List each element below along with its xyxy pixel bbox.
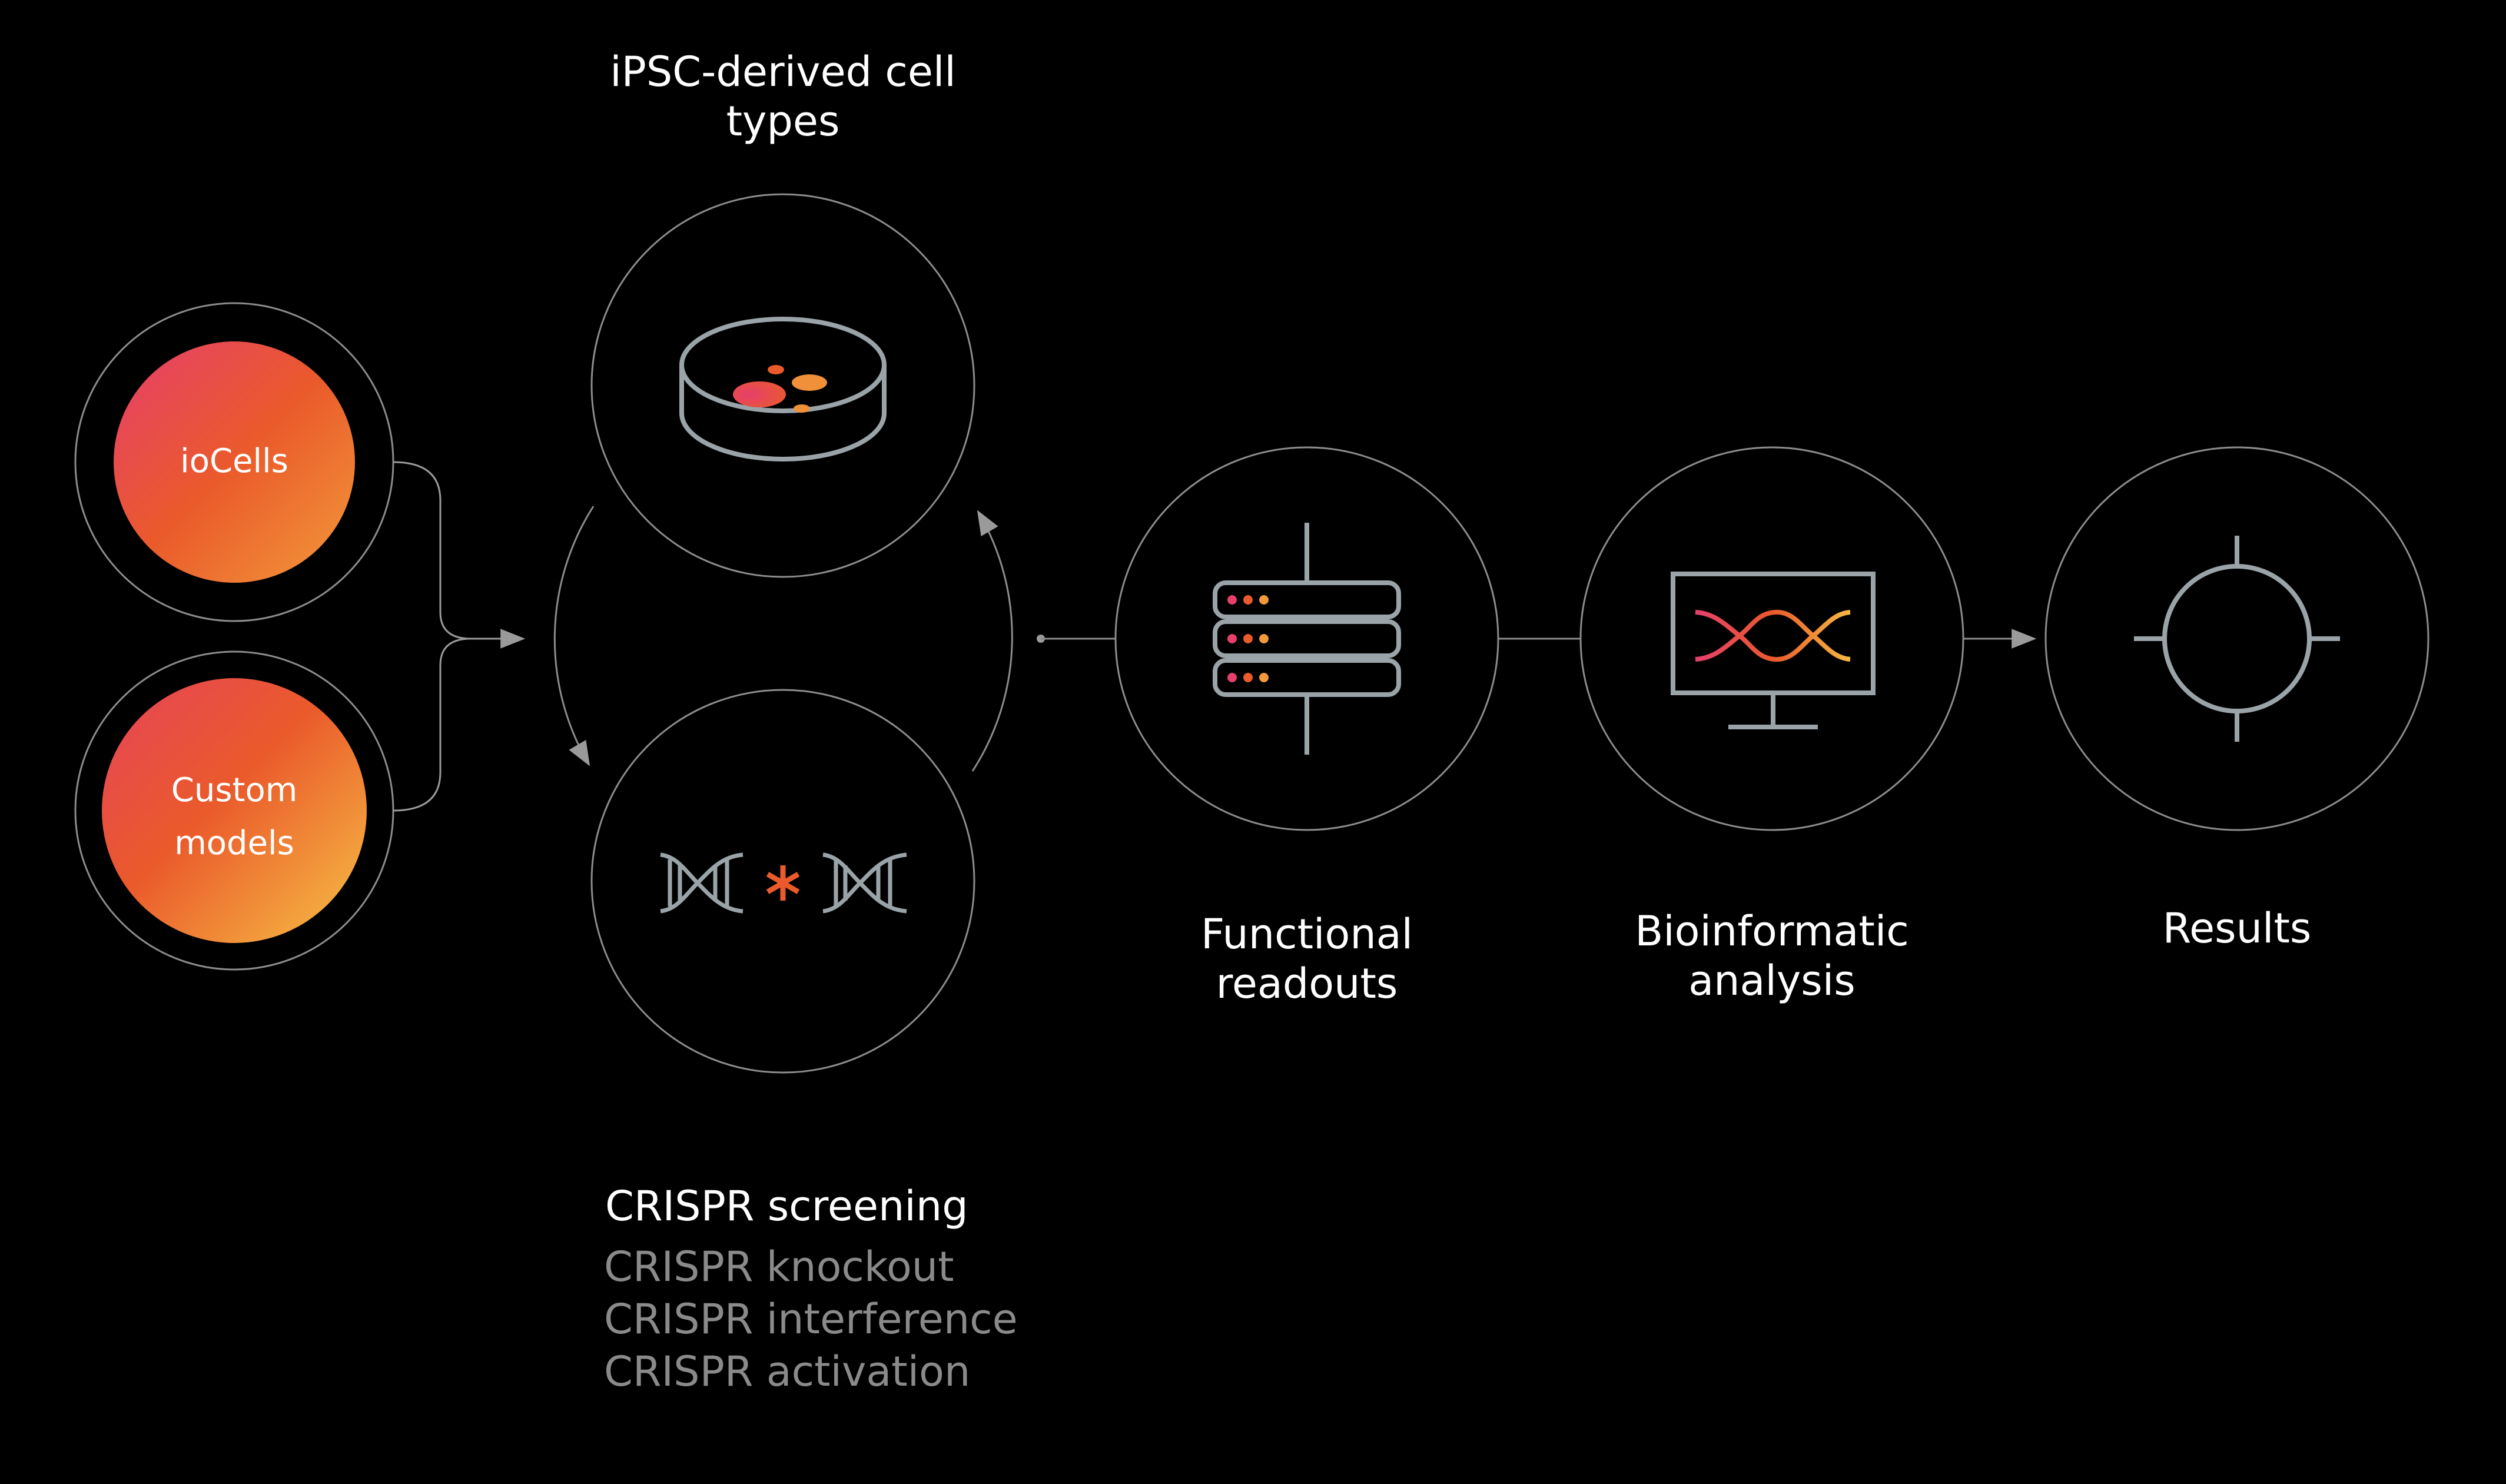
cycle-arc-left bbox=[553, 506, 595, 766]
crispr-title: CRISPR screening bbox=[605, 1182, 968, 1230]
server-stack-icon bbox=[1213, 523, 1401, 755]
server-led-dots bbox=[1227, 595, 1269, 682]
ipsc-circle bbox=[590, 193, 975, 578]
ipsc-label: iPSC-derived cell types bbox=[610, 48, 956, 145]
bioinformatic-analysis-label: Bioinformatic analysis bbox=[1635, 907, 1909, 1005]
functional-readouts-label: Functional readouts bbox=[1200, 910, 1413, 1008]
bracket-lower bbox=[393, 638, 472, 812]
crispr-cut-asterisk-icon bbox=[766, 865, 800, 901]
crispr-method-item: CRISPR knockout bbox=[604, 1243, 954, 1291]
results-circle bbox=[2044, 446, 2429, 831]
crosshair-icon bbox=[2134, 536, 2340, 742]
petri-dish-icon bbox=[679, 317, 887, 462]
target-plus-icon bbox=[2200, 606, 2273, 671]
crispr-circle bbox=[590, 689, 975, 1074]
dna-crispr-icon bbox=[660, 852, 907, 914]
crispr-method-item: CRISPR interference bbox=[604, 1294, 1018, 1343]
custom-models-orb bbox=[102, 678, 367, 943]
crispr-method-item: CRISPR activation bbox=[604, 1347, 971, 1396]
monitor-dna-icon bbox=[1671, 572, 1876, 729]
iocells-label: ioCells bbox=[180, 442, 288, 480]
results-label: Results bbox=[2162, 904, 2312, 952]
functional-circle bbox=[1114, 446, 1499, 831]
iocells-orb bbox=[114, 341, 355, 583]
crispr-methods-list: CRISPR knockout CRISPR interference CRIS… bbox=[604, 1241, 1018, 1398]
custom-models-label: Custom models bbox=[171, 771, 298, 862]
cycle-arc-right bbox=[971, 510, 1013, 772]
merge-bracket bbox=[393, 461, 526, 812]
bracket-upper bbox=[393, 461, 472, 640]
